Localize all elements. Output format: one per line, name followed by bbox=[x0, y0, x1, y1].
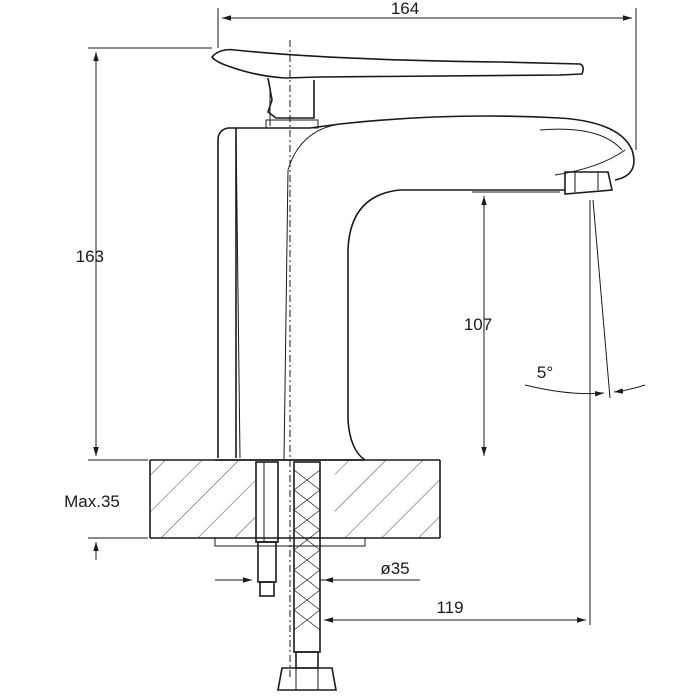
dimension-overall-height: 163 bbox=[76, 47, 212, 461]
dimension-label-107: 107 bbox=[464, 315, 492, 334]
countertop-section bbox=[149, 458, 441, 540]
handle-lever bbox=[210, 48, 584, 129]
dimension-overall-width: 164 bbox=[217, 0, 637, 150]
dimension-spout-angle: 5° bbox=[524, 199, 646, 625]
dimension-spout-reach: 119 bbox=[324, 598, 586, 623]
faucet-body bbox=[215, 115, 635, 461]
dimension-label-164: 164 bbox=[391, 0, 419, 18]
dimension-hole-diameter: ø35 bbox=[215, 559, 420, 583]
dimension-spout-height: 107 bbox=[464, 191, 560, 456]
dimension-label-max-35: Max.35 bbox=[64, 492, 120, 511]
dimension-label-diameter-35: ø35 bbox=[380, 559, 409, 578]
dimension-label-5-deg: 5° bbox=[537, 363, 553, 382]
dimension-max-deck-thickness: Max.35 bbox=[64, 440, 148, 560]
dimension-label-163: 163 bbox=[76, 247, 104, 266]
dimension-label-119: 119 bbox=[436, 598, 463, 617]
supply-hoses bbox=[214, 461, 366, 691]
